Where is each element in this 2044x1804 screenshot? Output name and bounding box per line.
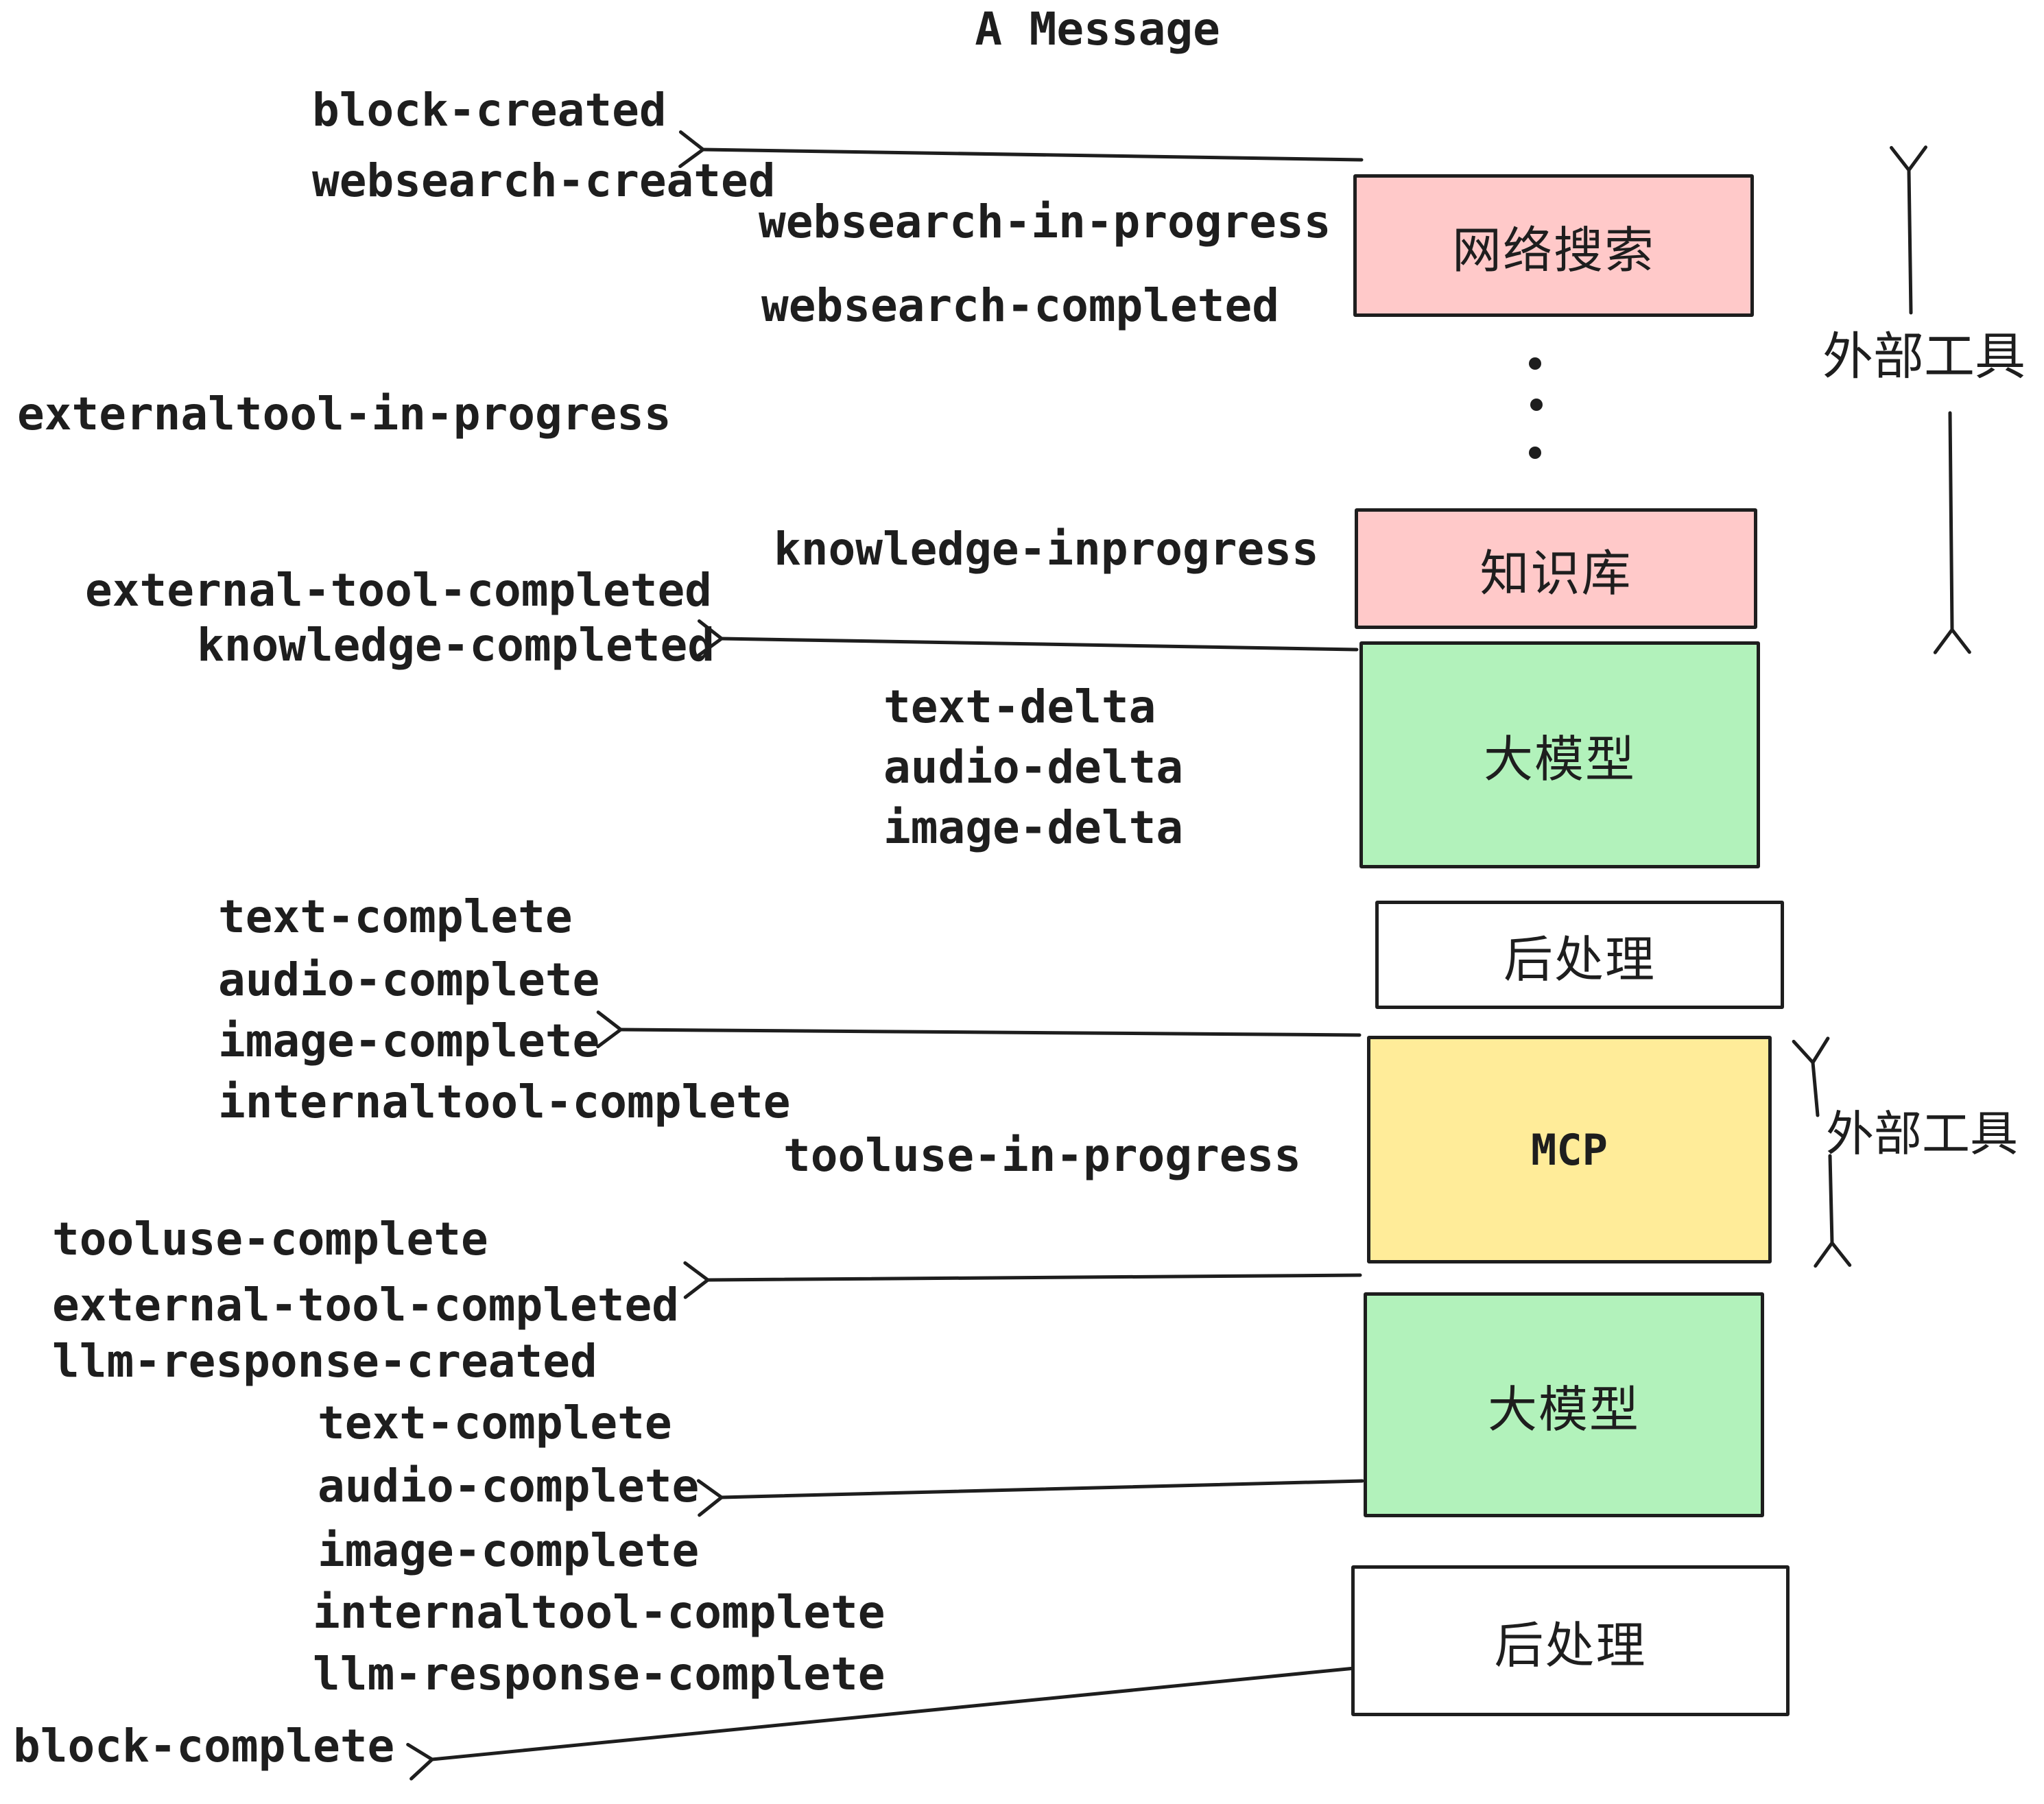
event-text-complete-1: text-complete [218, 890, 573, 943]
event-external-tool-completed-2: external-tool-completed [52, 1279, 679, 1331]
event-external-tool-completed-1: external-tool-completed [85, 564, 712, 617]
event-image-complete-2: image-complete [318, 1524, 700, 1577]
node-postprocess-2: 后处理 [1351, 1565, 1790, 1716]
event-externaltool-in-progress: externaltool-in-progress [17, 388, 672, 440]
dot [1529, 357, 1541, 370]
event-websearch-in-progress: websearch-in-progress [759, 195, 1331, 248]
node-postprocess-1: 后处理 [1375, 901, 1784, 1009]
node-websearch: 网络搜索 [1353, 174, 1754, 317]
event-websearch-created: websearch-created [312, 154, 776, 207]
arrow-external-tools-down-2 [1814, 1154, 1852, 1268]
node-llm-2: 大模型 [1364, 1292, 1764, 1517]
arrow-to-block-complete [406, 1666, 1357, 1781]
event-websearch-completed: websearch-completed [761, 279, 1279, 332]
event-block-created: block-created [312, 84, 667, 137]
event-text-complete-2: text-complete [318, 1397, 672, 1449]
label-external-tools-2: 外部工具 [1826, 1106, 2018, 1162]
node-llm-1: 大模型 [1359, 641, 1760, 868]
event-internaltool-complete-1: internaltool-complete [218, 1076, 791, 1128]
event-internaltool-complete-2: internaltool-complete [313, 1586, 886, 1639]
event-image-complete-1: image-complete [218, 1014, 600, 1067]
node-knowledge-base: 知识库 [1355, 508, 1757, 629]
event-image-delta-1: image-delta [883, 801, 1184, 854]
node-mcp: MCP [1367, 1036, 1772, 1263]
arrow-to-block-created [678, 130, 1364, 168]
arrow-external-tools-up-1 [1890, 145, 1928, 315]
event-knowledge-completed: knowledge-completed [197, 619, 715, 672]
event-tooluse-complete: tooluse-complete [52, 1213, 488, 1266]
dot [1529, 447, 1541, 459]
arrow-to-tooluse-complete [683, 1261, 1362, 1299]
arrow-to-audio-complete [696, 1479, 1364, 1517]
event-audio-delta-1: audio-delta [883, 741, 1184, 794]
event-knowledge-inprogress: knowledge-inprogress [774, 523, 1319, 575]
arrow-to-image-complete [596, 1010, 1362, 1049]
event-tooluse-in-progress: tooluse-in-progress [783, 1129, 1301, 1182]
event-text-delta-1: text-delta [883, 680, 1156, 733]
diagram-title: A Message [975, 3, 1220, 56]
event-block-complete: block-complete [13, 1720, 395, 1772]
event-llm-response-complete: llm-response-complete [313, 1648, 886, 1700]
arrow-external-tools-up-2 [1792, 1036, 1830, 1117]
event-audio-complete-1: audio-complete [218, 953, 600, 1006]
dot [1530, 399, 1543, 411]
event-llm-response-created: llm-response-created [52, 1335, 597, 1388]
label-external-tools-1: 外部工具 [1822, 327, 2025, 386]
arrow-external-tools-down-1 [1933, 411, 1971, 654]
event-audio-complete-2: audio-complete [318, 1460, 700, 1512]
arrow-to-knowledge-completed [697, 619, 1359, 657]
